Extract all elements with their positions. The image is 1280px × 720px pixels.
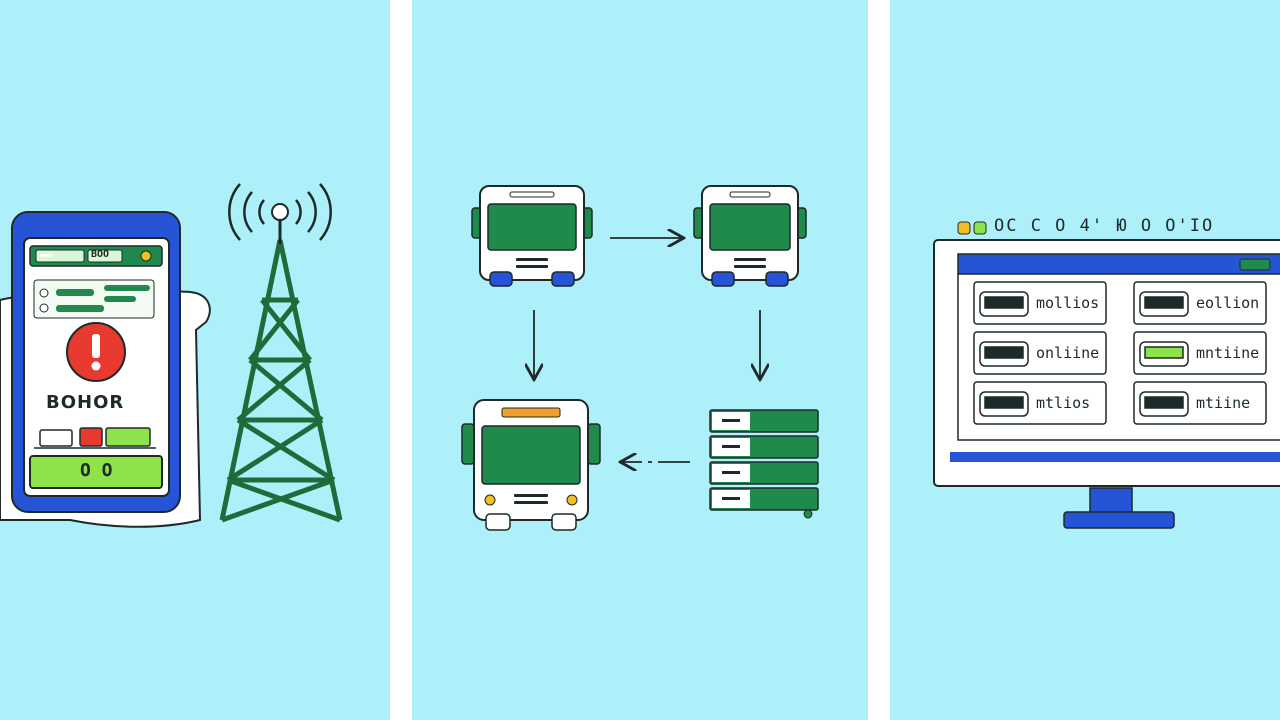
vehicle-mini-3: [105, 427, 151, 447]
phone-top-pill-2: [87, 249, 123, 263]
bus-mini-icons: [979, 291, 1189, 417]
monitor-top-label: OC C O 4' Ю O O'IO: [994, 216, 1215, 236]
panel-monitor-dashboard: OC C O 4' Ю O O'IO mollios eollion onlii…: [890, 0, 1280, 720]
signal-waves-icon: [228, 183, 332, 241]
phone-line-1: [56, 289, 94, 296]
tile-label[interactable]: onliine: [1036, 344, 1100, 362]
window-controls[interactable]: [1239, 258, 1271, 271]
bus-icon-bottom-left: [461, 399, 601, 531]
phone-line-2: [104, 285, 150, 291]
tower-beacon: [271, 203, 289, 221]
phone-bottom-button-label[interactable]: O O: [80, 460, 113, 481]
top-indicators: [957, 221, 987, 235]
panel-phone-tower: ▬▬ BOO BOHOR O O: [0, 0, 390, 720]
window-title-bar: [957, 253, 1280, 275]
panel-bus-flow: [412, 0, 868, 720]
panel-1-art: [0, 183, 343, 528]
server-stack-icon: [709, 409, 819, 519]
panel-2-art: [461, 185, 819, 531]
phone-status-text: BOHOR: [46, 392, 125, 413]
phone-top-dot: [140, 250, 152, 262]
phone-top-bar-left-label: ▬▬: [40, 250, 53, 261]
tile-label[interactable]: eollion: [1196, 294, 1260, 312]
tile-label[interactable]: mollios: [1036, 294, 1100, 312]
phone-bottom-button-bg: [29, 455, 163, 489]
phone-radio-1: [39, 288, 49, 298]
phone-radio-2: [39, 303, 49, 313]
monitor-stand-base: [1063, 511, 1175, 529]
bus-icon-top-right: [693, 185, 807, 287]
radio-tower: [219, 239, 343, 523]
tile-label[interactable]: mtlios: [1036, 394, 1091, 412]
tile-label[interactable]: mntiine: [1196, 344, 1260, 362]
monitor-bezel: [950, 452, 1280, 462]
vehicle-mini-1: [39, 429, 73, 447]
phone-top-pill: [35, 249, 85, 263]
tile-label[interactable]: mtiine: [1196, 394, 1251, 412]
alert-icon-bar: [92, 334, 100, 358]
bus-icon-top-left: [471, 185, 593, 287]
phone-top-bar-right-label: BOO: [91, 249, 110, 260]
panel-3-art: [933, 221, 1280, 529]
alert-icon-dot: [91, 361, 101, 371]
phone-line-3: [104, 296, 136, 302]
phone-line-4: [56, 305, 104, 312]
vehicle-mini-2: [79, 427, 103, 447]
